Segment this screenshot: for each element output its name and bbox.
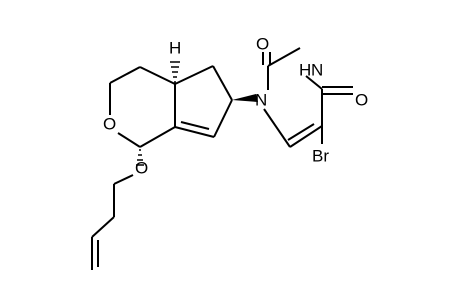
- hashed-bond-c4a-h: [170, 61, 180, 83]
- bond-c7-c7a: [174, 126, 215, 138]
- atom-label-o-ring: O: [103, 115, 116, 134]
- wedge-bond-c6-n1: [232, 94, 258, 102]
- atom-label-nh-h: H: [299, 61, 311, 80]
- bond-oring-c1: [117, 132, 141, 148]
- bond-c6u-n1: [263, 108, 291, 148]
- bond-n3-c4u: [305, 75, 323, 90]
- bond-oether-ch2a: [113, 174, 134, 185]
- bond-c4-c3: [109, 66, 141, 84]
- atom-label-h: H: [169, 39, 181, 58]
- hashed-bond-c1-oether: [136, 149, 144, 166]
- bond-c7-c7a-double: [180, 121, 210, 130]
- stereo-bonds: [136, 61, 258, 166]
- atom-label-o-right: O: [355, 91, 368, 110]
- bond-c4a-c5: [174, 65, 214, 85]
- bonds: [91, 47, 353, 270]
- bond-ch2b-ch: [91, 216, 115, 238]
- atom-label-n1: N: [255, 91, 267, 110]
- atom-labels: H O O N H N O O Br: [103, 35, 368, 178]
- atom-label-o-ether: O: [135, 159, 148, 178]
- bond-c4a-c4: [139, 66, 176, 85]
- bond-c5u-c6u: [289, 125, 323, 148]
- atom-label-n3: N: [311, 61, 323, 80]
- bond-c2-n3: [267, 47, 301, 67]
- atom-label-o-top: O: [256, 35, 269, 54]
- bond-c5u-c6u-double: [287, 123, 315, 141]
- bond-c1-c7a: [139, 126, 176, 148]
- atom-label-br: Br: [312, 147, 329, 166]
- bond-c5-c6: [212, 65, 233, 101]
- bond-c6-c7: [213, 99, 233, 138]
